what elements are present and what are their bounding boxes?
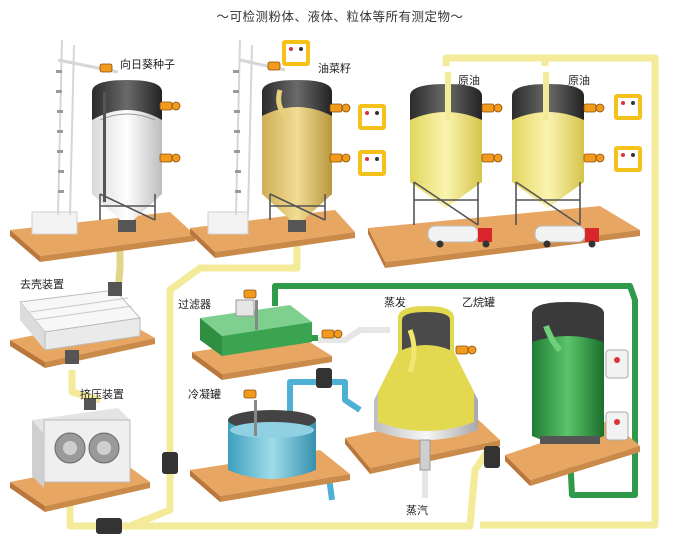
crude-oil-group [368,72,640,268]
label-steam: 蒸汽 [406,504,428,517]
label-rapeseed: 油菜籽 [318,62,351,75]
label-press: 挤压装置 [80,388,124,401]
evaporator-group [345,306,500,474]
label-filter: 过滤器 [178,298,211,311]
sunflower-silo-group [10,39,195,262]
page-title: ～可检测粉体、液体、粒体等所有测定物～ [216,9,464,24]
rapeseed-silo-group [190,39,355,258]
filter-group [192,299,332,380]
level-sensors [99,61,605,399]
pipe-couplings [96,368,500,534]
label-dehuller: 去壳装置 [20,278,64,291]
label-crude-oil-2: 原油 [568,74,590,87]
condenser-group [190,400,350,502]
label-hexane-tank: 乙烷罐 [462,296,495,309]
yellow-pipes [66,54,659,530]
label-sunflower: 向日葵种子 [120,58,175,71]
tanker-truck-1 [427,225,492,248]
label-evaporator: 蒸发 [384,296,406,309]
white-pipes [318,327,428,498]
tanker-truck-2 [534,225,599,248]
dehuller-group [10,282,155,368]
label-crude-oil-1: 原油 [458,74,480,87]
hexane-tank-group [505,302,640,486]
label-condenser: 冷凝罐 [188,388,221,401]
press-group [10,398,150,512]
control-panels [282,40,642,441]
